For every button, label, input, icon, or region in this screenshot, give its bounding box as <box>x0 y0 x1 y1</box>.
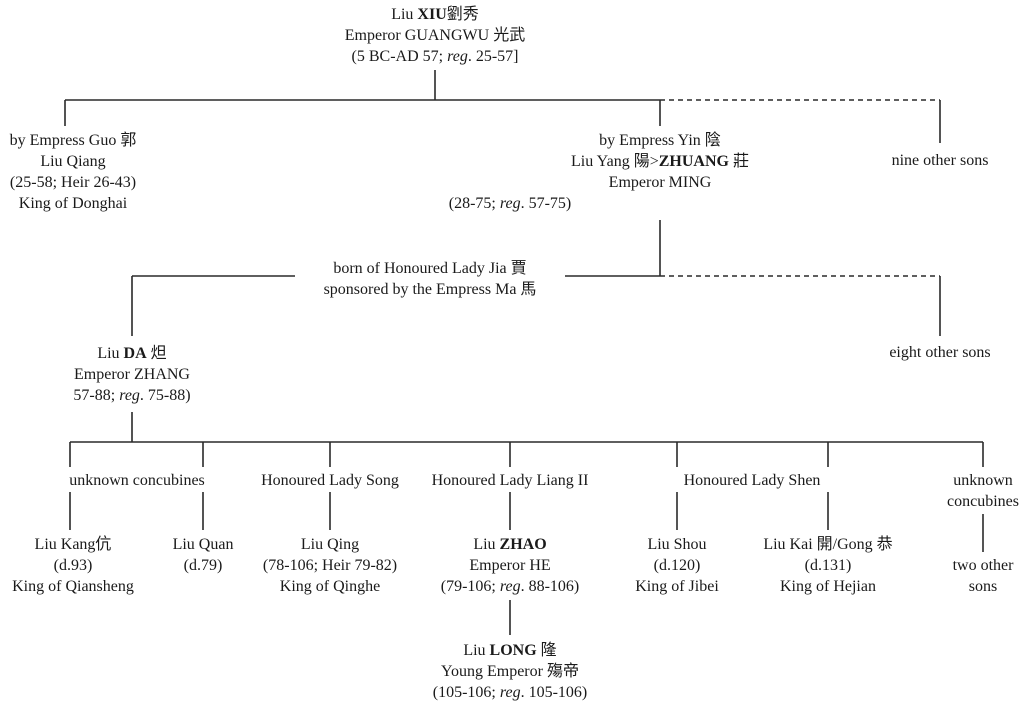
kai-title: King of Hejian <box>780 578 876 595</box>
node-liu-shou: Liu Shou (d.120) King of Jibei <box>617 534 737 597</box>
node-guangwu: Liu XIU劉秀 Emperor GUANGWU 光武 (5 BC-AD 57… <box>335 4 535 67</box>
quan-name: Liu Quan <box>172 536 234 553</box>
ming-mother: by Empress Yin 陰 <box>599 132 721 149</box>
zhang-mother-line1: born of Honoured Lady Jia 賈 <box>333 260 527 277</box>
mother-unknown-concubines-1: unknown concubines <box>69 472 205 489</box>
kai-name: Liu Kai 開/Gong 恭 <box>763 536 893 553</box>
mother-lady-song: Honoured Lady Song <box>261 472 399 489</box>
qiang-dates: (25-58; Heir 26-43) <box>9 174 137 191</box>
node-ming: by Empress Yin 陰 Liu Yang 陽>ZHUANG 莊 Emp… <box>560 130 760 193</box>
kang-name: Liu Kang伉 <box>34 536 112 553</box>
qing-dates: (78-106; Heir 79-82) <box>262 557 398 574</box>
node-eight-other-sons: eight other sons <box>889 344 991 361</box>
shang-dates: (105-106; reg. 105-106) <box>432 684 588 701</box>
quan-dates: (d.79) <box>183 557 223 574</box>
qiang-mother: by Empress Guo 郭 <box>9 132 137 149</box>
qiang-title: King of Donghai <box>18 195 128 212</box>
shang-title: Young Emperor 殤帝 <box>441 663 579 680</box>
node-zhang: Liu DA 炟 Emperor ZHANG 57-88; reg. 75-88… <box>62 343 202 406</box>
kang-dates: (d.93) <box>53 557 93 574</box>
mother-lady-liang: Honoured Lady Liang II <box>431 472 589 489</box>
shang-name: Liu LONG 隆 <box>463 642 557 659</box>
ming-title: Emperor MING <box>608 174 712 191</box>
zhang-mother-line2: sponsored by the Empress Ma 馬 <box>323 281 537 298</box>
node-liu-quan: Liu Quan (d.79) <box>153 534 253 576</box>
two-others-line1: two other <box>952 557 1014 574</box>
qiang-name: Liu Qiang <box>40 153 106 170</box>
zhang-name: Liu DA 炟 <box>97 345 167 362</box>
unknown-line2: concubines <box>947 493 1019 510</box>
node-two-other-sons: two other sons <box>933 555 1024 597</box>
mother-lady-shen: Honoured Lady Shen <box>683 472 821 489</box>
he-title: Emperor HE <box>469 557 551 574</box>
node-liu-qiang: by Empress Guo 郭 Liu Qiang (25-58; Heir … <box>0 130 146 214</box>
shou-title: King of Jibei <box>635 578 719 595</box>
ming-dates: (28-75; reg. 57-75) <box>448 195 572 212</box>
ming-name: Liu Yang 陽>ZHUANG 莊 <box>571 153 749 170</box>
qing-title: King of Qinghe <box>279 578 381 595</box>
guangwu-name: Liu XIU劉秀 <box>391 6 479 23</box>
zhang-mother-note: born of Honoured Lady Jia 賈 sponsored by… <box>300 258 560 300</box>
zhang-dates: 57-88; reg. 75-88) <box>73 387 191 404</box>
node-emperor-he: Liu ZHAO Emperor HE (79-106; reg. 88-106… <box>430 534 590 597</box>
he-dates: (79-106; reg. 88-106) <box>440 578 580 595</box>
unknown-line1: unknown <box>953 472 1013 489</box>
guangwu-title: Emperor GUANGWU 光武 <box>344 27 526 44</box>
shou-name: Liu Shou <box>647 536 707 553</box>
he-name: Liu ZHAO <box>473 536 547 553</box>
two-others-line2: sons <box>968 578 998 595</box>
zhang-title: Emperor ZHANG <box>74 366 190 383</box>
node-liu-kang: Liu Kang伉 (d.93) King of Qiansheng <box>0 534 146 597</box>
node-emperor-shang: Liu LONG 隆 Young Emperor 殤帝 (105-106; re… <box>420 640 600 703</box>
kai-dates: (d.131) <box>804 557 852 574</box>
kang-title: King of Qiansheng <box>12 578 134 595</box>
shou-dates: (d.120) <box>653 557 701 574</box>
guangwu-dates: (5 BC-AD 57; reg. 25-57] <box>351 48 519 65</box>
node-nine-other-sons: nine other sons <box>891 152 989 169</box>
node-liu-qing: Liu Qing (78-106; Heir 79-82) King of Qi… <box>250 534 410 597</box>
qing-name: Liu Qing <box>300 536 360 553</box>
mother-unknown-concubines-2: unknown concubines <box>933 470 1024 512</box>
node-liu-kai: Liu Kai 開/Gong 恭 (d.131) King of Hejian <box>758 534 898 597</box>
